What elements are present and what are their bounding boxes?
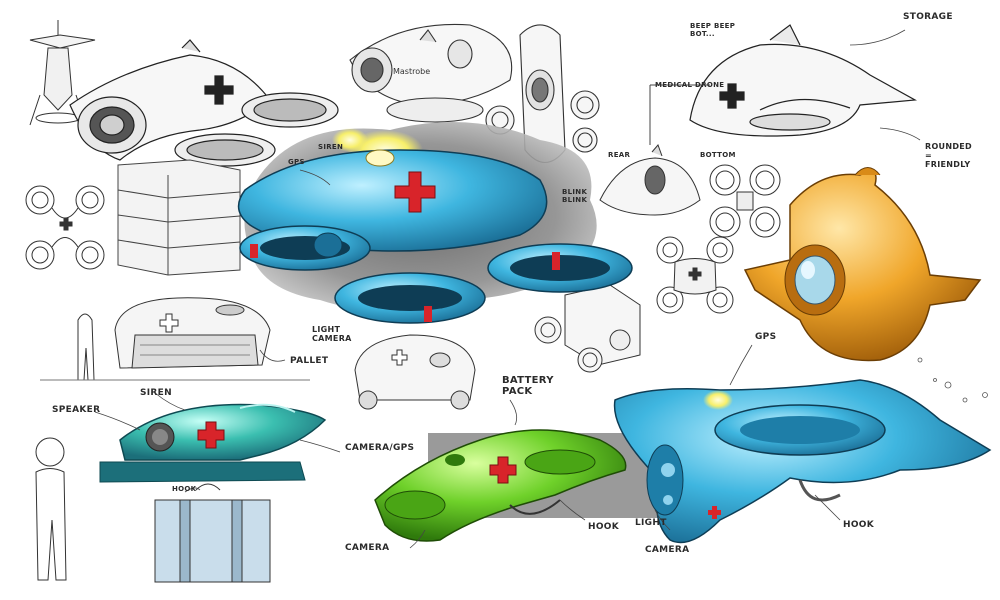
decorative-circles (917, 357, 988, 403)
label-light-camera-top: LIGHT CAMERA (312, 325, 352, 343)
label-hook-right: HOOK (843, 520, 875, 530)
label-blink-blink: BLINK BLINK (562, 188, 588, 204)
render-teal-drone (99, 403, 327, 483)
label-hook-mid: HOOK (588, 522, 620, 532)
label-rear: REAR (608, 151, 631, 159)
label-camera-right: CAMERA (645, 545, 690, 555)
label-beep-beep-bot: BEEP BEEP BOT... (690, 22, 736, 38)
sketch-quad-cross-mid (656, 236, 734, 314)
sketch-mastrobe-drone: Mastrobe (349, 23, 513, 123)
render-blue-drone-bottom-right (613, 379, 992, 544)
label-siren-mid: SIREN (140, 388, 172, 398)
label-speaker: SPEAKER (52, 405, 101, 415)
sketch-small-drone-center (354, 334, 476, 410)
leader-lines (94, 29, 921, 549)
label-hook-left: HOOK (172, 485, 197, 493)
sketch-pallet-drone (114, 297, 271, 369)
render-orange-drone (743, 167, 982, 362)
sketch-quad-topview-left (25, 185, 105, 270)
sketch-large-drone-top-left (69, 39, 339, 167)
sketch-stacked-boxes (117, 159, 241, 276)
sketch-human-figure-1 (77, 313, 95, 381)
label-camera-gps: CAMERA/GPS (345, 443, 415, 453)
label-rounded-friendly: ROUNDED = FRIENDLY (925, 142, 972, 169)
render-green-drone (374, 429, 627, 542)
label-bottom: BOTTOM (700, 151, 736, 159)
sketch-medical-drone-top-right (689, 24, 917, 137)
label-gps-top: GPS (288, 158, 305, 166)
label-light-right: LIGHT (635, 518, 667, 528)
svg-text:Mastrobe: Mastrobe (393, 67, 430, 76)
label-pallet: PALLET (290, 356, 329, 366)
sketch-bottom-view-quad (709, 164, 781, 238)
sketch-human-figure-2 (35, 437, 67, 581)
sketch-capsule-drone (485, 24, 600, 164)
sketch-rear-view-drone (599, 144, 701, 216)
sketch-hanging-drone (29, 20, 96, 126)
label-siren-top: SIREN (318, 143, 344, 151)
sketch-boxy-drone (534, 284, 641, 373)
label-medical-drone: MEDICAL DRONE (655, 81, 725, 89)
label-gps-right: GPS (755, 332, 777, 342)
label-battery-pack: BATTERY PACK (502, 375, 554, 397)
label-storage: STORAGE (903, 12, 953, 22)
label-camera-bottom: CAMERA (345, 543, 390, 553)
sketch-suitcase (154, 483, 271, 583)
